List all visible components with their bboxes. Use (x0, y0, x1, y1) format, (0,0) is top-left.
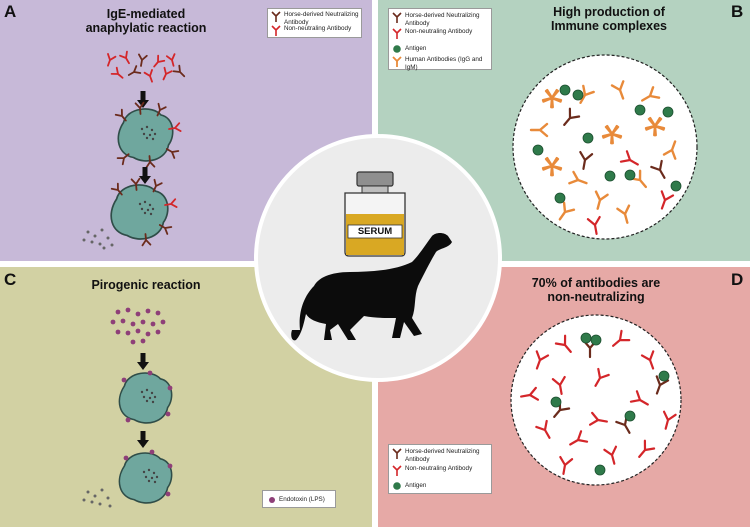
non-neutralizing-antibody-icon (392, 28, 402, 39)
legend-b-item-3: Antigen (405, 45, 427, 52)
horse-silhouette (291, 233, 452, 341)
human-antibody-icon (392, 56, 402, 67)
legend-d-item-1: Horse-derived Neutralizing Antibody (405, 448, 480, 463)
non-neutralizing-circle (510, 314, 682, 486)
legend-panel-a: Horse-derived Neutralizing Antibody Non-… (267, 8, 362, 38)
panel-a-title: IgE-mediated anaphylatic reaction (66, 7, 226, 35)
panel-d-letter: D (731, 270, 744, 289)
legend-panel-d: Horse-derived Neutralizing Antibody Non-… (388, 444, 492, 494)
neutralizing-antibody-icon (392, 12, 402, 23)
panel-c-title: Pirogenic reaction (91, 278, 201, 292)
panel-d-title-line2: non-neutralizing (547, 290, 645, 304)
panel-d-artwork (510, 314, 682, 486)
legend-c-item-1: Endotoxin (LPS) (279, 496, 325, 503)
non-neutralizing-antibody-icon (392, 465, 402, 476)
antigen-icon (393, 45, 401, 53)
endotoxin-icon (269, 497, 275, 503)
legend-a-item-2: Non-neutraling Antibody (284, 25, 352, 32)
panel-d-title-line1: 70% of antibodies are (531, 276, 661, 290)
panel-a-title-line1: IgE-mediated (106, 7, 186, 21)
neutralizing-antibody-icon (271, 11, 281, 22)
panel-d-title: 70% of antibodies are non-neutralizing (511, 276, 681, 304)
panel-a-letter: A (4, 2, 17, 21)
legend-a-item-1: Horse-derived Neutralizing Antibody (284, 11, 359, 26)
legend-panel-b: Horse-derived Neutralizing Antibody Non-… (388, 8, 492, 71)
panel-a-artwork (82, 50, 188, 250)
non-neutralizing-antibody-icon (271, 25, 281, 36)
serum-label: SERUM (357, 226, 393, 237)
legend-d-item-3: Antigen (405, 482, 427, 489)
antigen-icon (393, 482, 401, 490)
legend-b-item-4: Human Antibodies (IgG and IgM) (405, 56, 483, 71)
cell-degranulating (82, 177, 178, 250)
panel-b-title-line2: Immune complexes (550, 19, 667, 33)
cell-lps-degranulating (82, 449, 173, 508)
panel-c-letter: C (4, 270, 17, 289)
legend-b-item-2: Non-neutraling Antibody (405, 28, 473, 35)
serum-vial (344, 171, 406, 257)
panel-a-title-line2: anaphylatic reaction (85, 21, 207, 35)
legend-b-item-1: Horse-derived Neutralizing Antibody (405, 12, 480, 27)
panel-b-title-line1: High production of (553, 5, 665, 19)
panel-b-title: High production of Immune complexes (529, 5, 689, 33)
neutralizing-antibody-icon (392, 448, 402, 459)
legend-d-item-2: Non-neutraling Antibody (405, 465, 473, 472)
legend-panel-c: Endotoxin (LPS) (262, 490, 336, 508)
panel-b-artwork (512, 54, 698, 240)
panel-b-letter: B (731, 2, 744, 21)
panel-c-artwork (82, 307, 173, 508)
